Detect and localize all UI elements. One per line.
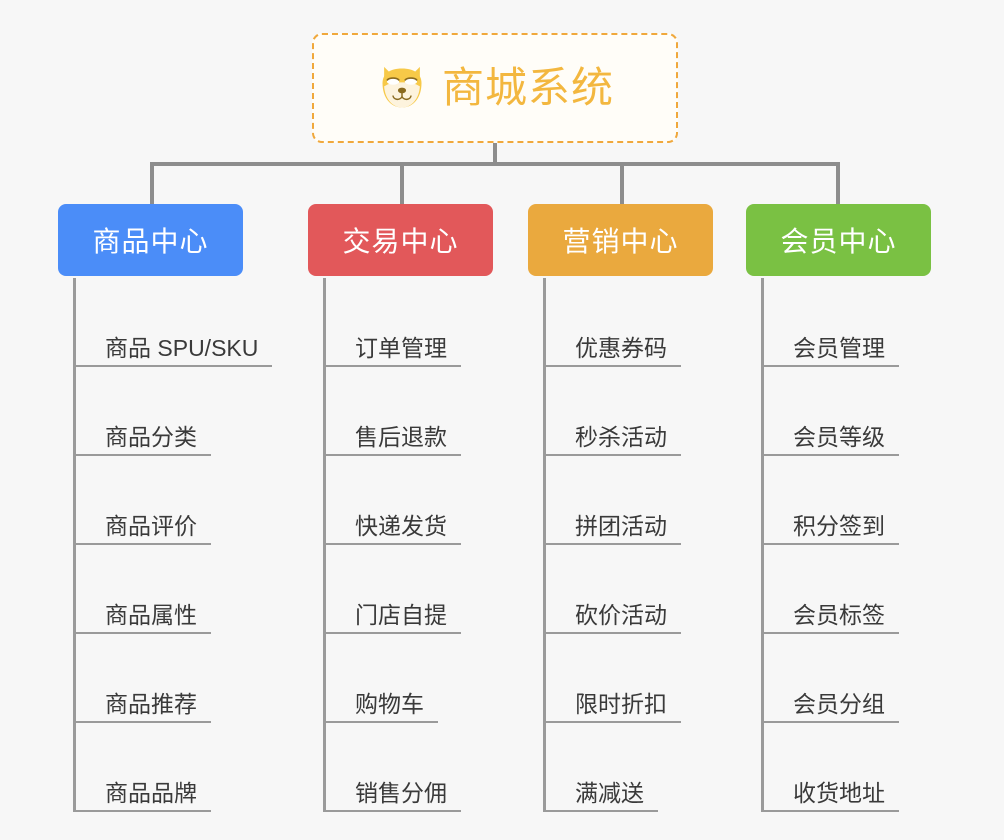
branch-spine [73, 278, 76, 812]
leaf-item[interactable]: 会员标签 [761, 545, 899, 634]
leaf-item[interactable]: 砍价活动 [543, 545, 681, 634]
branch-spine [323, 278, 326, 812]
leaf-label: 购物车 [323, 691, 438, 723]
leaf-label: 拼团活动 [543, 513, 681, 545]
connector-drop-1 [150, 162, 154, 204]
leaf-item[interactable]: 满减送 [543, 723, 658, 812]
leaf-item[interactable]: 会员等级 [761, 367, 899, 456]
leaf-label: 满减送 [543, 780, 658, 812]
leaf-item[interactable]: 订单管理 [323, 278, 461, 367]
leaf-label: 积分签到 [761, 513, 899, 545]
leaf-item[interactable]: 门店自提 [323, 545, 461, 634]
category-box-1[interactable]: 商品中心 [58, 204, 243, 276]
leaf-item[interactable]: 商品 SPU/SKU [73, 278, 273, 367]
leaf-item[interactable]: 商品评价 [73, 456, 211, 545]
leaf-label: 秒杀活动 [543, 424, 681, 456]
leaf-item[interactable]: 限时折扣 [543, 634, 681, 723]
branch-spine [543, 278, 546, 812]
leaf-item[interactable]: 秒杀活动 [543, 367, 681, 456]
root-title: 商城系统 [441, 64, 614, 111]
leaf-label: 会员分组 [761, 691, 899, 723]
leaf-label: 商品品牌 [73, 780, 211, 812]
connector-drop-4 [836, 162, 840, 204]
category-label: 商品中心 [92, 226, 209, 257]
leaf-item[interactable]: 售后退款 [323, 367, 461, 456]
leaf-item[interactable]: 销售分佣 [323, 723, 461, 812]
leaf-label: 收货地址 [761, 780, 899, 812]
leaf-item[interactable]: 优惠券码 [543, 278, 681, 367]
category-box-2[interactable]: 交易中心 [308, 204, 493, 276]
leaf-item[interactable]: 积分签到 [761, 456, 899, 545]
leaf-item[interactable]: 收货地址 [761, 723, 899, 812]
leaf-item[interactable]: 会员管理 [761, 278, 899, 367]
leaf-label: 砍价活动 [543, 602, 681, 634]
category-box-4[interactable]: 会员中心 [746, 204, 931, 276]
leaf-label: 商品 SPU/SKU [73, 335, 273, 367]
leaf-item[interactable]: 商品推荐 [73, 634, 211, 723]
connector-root-stem [493, 143, 497, 164]
category-label: 交易中心 [342, 226, 459, 257]
leaf-label: 商品属性 [73, 602, 211, 634]
leaf-label: 会员标签 [761, 602, 899, 634]
leaf-label: 售后退款 [323, 424, 461, 456]
connector-drop-3 [620, 162, 624, 204]
leaf-label: 商品评价 [73, 513, 211, 545]
leaf-label: 快递发货 [323, 513, 461, 545]
leaf-label: 限时折扣 [543, 691, 681, 723]
root-node[interactable]: 商城系统 [312, 33, 678, 143]
shiba-dog-face-icon [382, 66, 422, 108]
leaf-item[interactable]: 快递发货 [323, 456, 461, 545]
category-label: 营销中心 [562, 226, 679, 257]
leaf-label: 优惠券码 [543, 335, 681, 367]
connector-drop-2 [400, 162, 404, 204]
connector-horizontal-bus [150, 162, 840, 166]
leaf-label: 订单管理 [323, 335, 461, 367]
branch-spine [761, 278, 764, 812]
category-box-3[interactable]: 营销中心 [528, 204, 713, 276]
leaf-label: 门店自提 [323, 602, 461, 634]
leaf-item[interactable]: 购物车 [323, 634, 438, 723]
leaf-label: 商品分类 [73, 424, 211, 456]
leaf-label: 会员等级 [761, 424, 899, 456]
leaf-item[interactable]: 会员分组 [761, 634, 899, 723]
leaf-item[interactable]: 商品属性 [73, 545, 211, 634]
leaf-label: 商品推荐 [73, 691, 211, 723]
leaf-item[interactable]: 拼团活动 [543, 456, 681, 545]
leaf-label: 销售分佣 [323, 780, 461, 812]
leaf-label: 会员管理 [761, 335, 899, 367]
category-label: 会员中心 [780, 226, 897, 257]
leaf-item[interactable]: 商品分类 [73, 367, 211, 456]
leaf-item[interactable]: 商品品牌 [73, 723, 211, 812]
